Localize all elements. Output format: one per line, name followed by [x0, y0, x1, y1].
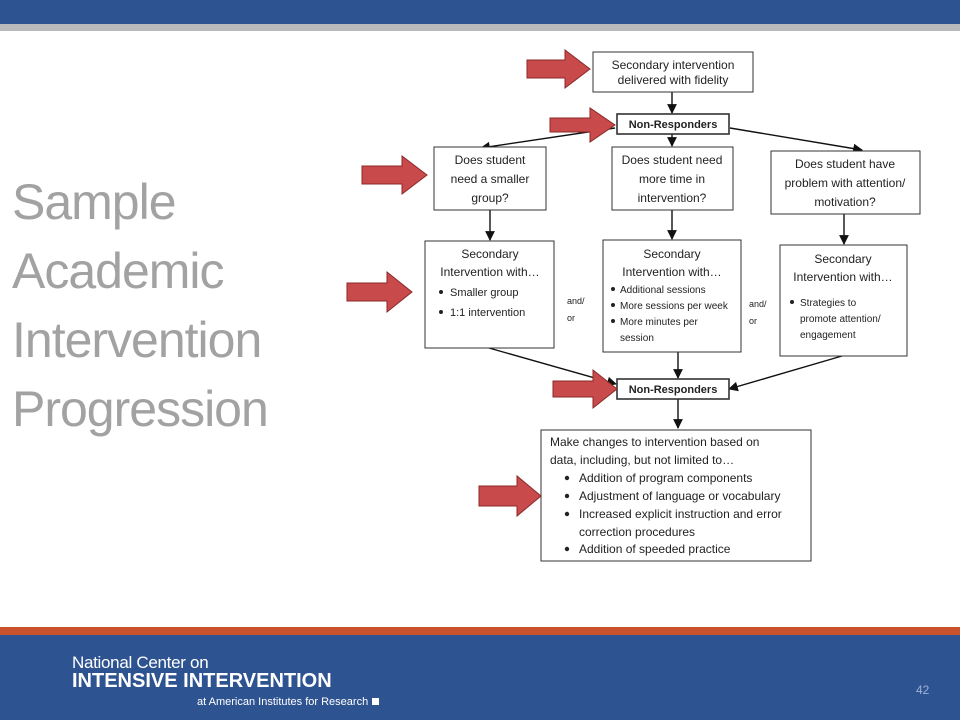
- highlight-arrow: [549, 107, 616, 143]
- intervention-2-bullet: session: [620, 333, 654, 344]
- question-1-line: Does student: [455, 153, 526, 167]
- intervention-2-bullet: Additional sessions: [620, 285, 706, 296]
- highlight-arrow: [552, 368, 618, 410]
- bullet-dot: [439, 310, 443, 314]
- bullet-dot: [611, 287, 615, 291]
- intervention-2-heading: Secondary: [643, 247, 700, 261]
- fidelity-line: delivered with fidelity: [618, 73, 729, 87]
- intervention-3-bullet: Strategies to: [800, 298, 857, 309]
- final-bullet: Adjustment of language or vocabulary: [579, 489, 780, 503]
- question-box-1: [433, 146, 547, 211]
- intervention-box-3: [779, 244, 908, 357]
- highlight-arrow: [526, 48, 591, 90]
- question-3-line: Does student have: [795, 157, 895, 171]
- intervention-1-heading: Secondary: [461, 247, 518, 261]
- question-box-3: [770, 150, 921, 215]
- intervention-3-heading: Intervention with…: [793, 270, 892, 284]
- slide-title-line: Sample: [12, 174, 177, 230]
- slide-title-line: Progression: [12, 381, 269, 437]
- intervention-3-bullet: engagement: [800, 330, 856, 341]
- and-or-label: or: [749, 316, 757, 326]
- bullet-dot: [564, 511, 570, 517]
- intervention-3-heading: Secondary: [814, 252, 871, 266]
- fidelity-line: Secondary intervention: [612, 58, 735, 72]
- bullet-dot: [564, 493, 570, 499]
- final-bullet: Increased explicit instruction and error: [579, 507, 782, 521]
- org-affiliation-text: at American Institutes for Research: [197, 696, 369, 708]
- highlight-arrow: [361, 154, 428, 196]
- intervention-2-heading: Intervention with…: [622, 265, 721, 279]
- slide-title-line: Academic: [12, 243, 225, 299]
- square-icon: [372, 698, 380, 705]
- question-1-line: need a smaller: [451, 172, 530, 186]
- arrow-int3-to-nonresponders: [728, 355, 843, 392]
- header-bar: [0, 0, 960, 24]
- org-name-line1: National Center on: [72, 653, 209, 672]
- highlight-arrow: [478, 474, 542, 518]
- intervention-1-bullet: 1:1 intervention: [450, 307, 525, 319]
- question-3-line: problem with attention/: [785, 176, 906, 190]
- highlight-arrow: [346, 270, 413, 314]
- nonresponders-box-1: [616, 113, 730, 135]
- bullet-dot: [790, 300, 794, 304]
- slide-title-line: Intervention: [12, 312, 262, 368]
- question-2-line: more time in: [639, 172, 705, 186]
- final-changes-box: [540, 429, 812, 562]
- and-or-label: and/: [749, 299, 767, 309]
- header-divider: [0, 24, 960, 31]
- page-number: 42: [916, 683, 930, 697]
- final-intro-line: data, including, but not limited to…: [550, 453, 734, 467]
- and-or-label: and/: [567, 296, 585, 306]
- intervention-3-bullet: promote attention/: [800, 314, 881, 325]
- intervention-1-bullet: Smaller group: [450, 287, 518, 299]
- bullet-dot: [611, 303, 615, 307]
- final-bullet: Addition of speeded practice: [579, 542, 731, 556]
- intervention-2-bullet: More minutes per: [620, 317, 698, 328]
- footer-accent-line: [0, 627, 960, 635]
- nonresponders-label: Non-Responders: [629, 384, 718, 396]
- final-intro-line: Make changes to intervention based on: [550, 435, 759, 449]
- intervention-1-heading: Intervention with…: [440, 265, 539, 279]
- org-affiliation: at American Institutes for Research: [197, 696, 380, 708]
- bullet-dot: [564, 475, 570, 481]
- bullet-dot: [611, 319, 615, 323]
- fidelity-box: [592, 51, 754, 93]
- final-bullet: correction procedures: [579, 525, 695, 539]
- and-or-label: or: [567, 313, 575, 323]
- bullet-dot: [439, 290, 443, 294]
- arrow-to-question-3: [729, 127, 863, 154]
- nonresponders-label: Non-Responders: [629, 119, 718, 131]
- intervention-box-1: [424, 240, 555, 349]
- question-2-line: Does student need: [622, 153, 723, 167]
- final-bullet: Addition of program components: [579, 471, 752, 485]
- question-1-line: group?: [471, 191, 509, 205]
- footer-bar: [0, 635, 960, 720]
- org-name-line2: INTENSIVE INTERVENTION: [72, 670, 332, 692]
- question-box-2: [611, 146, 734, 211]
- intervention-2-bullet: More sessions per week: [620, 301, 729, 312]
- question-3-line: motivation?: [814, 195, 876, 209]
- question-2-line: intervention?: [638, 191, 707, 205]
- bullet-dot: [564, 546, 570, 552]
- intervention-box-2: [602, 239, 742, 353]
- slide-title: Sample Academic Intervention Progression: [12, 168, 342, 444]
